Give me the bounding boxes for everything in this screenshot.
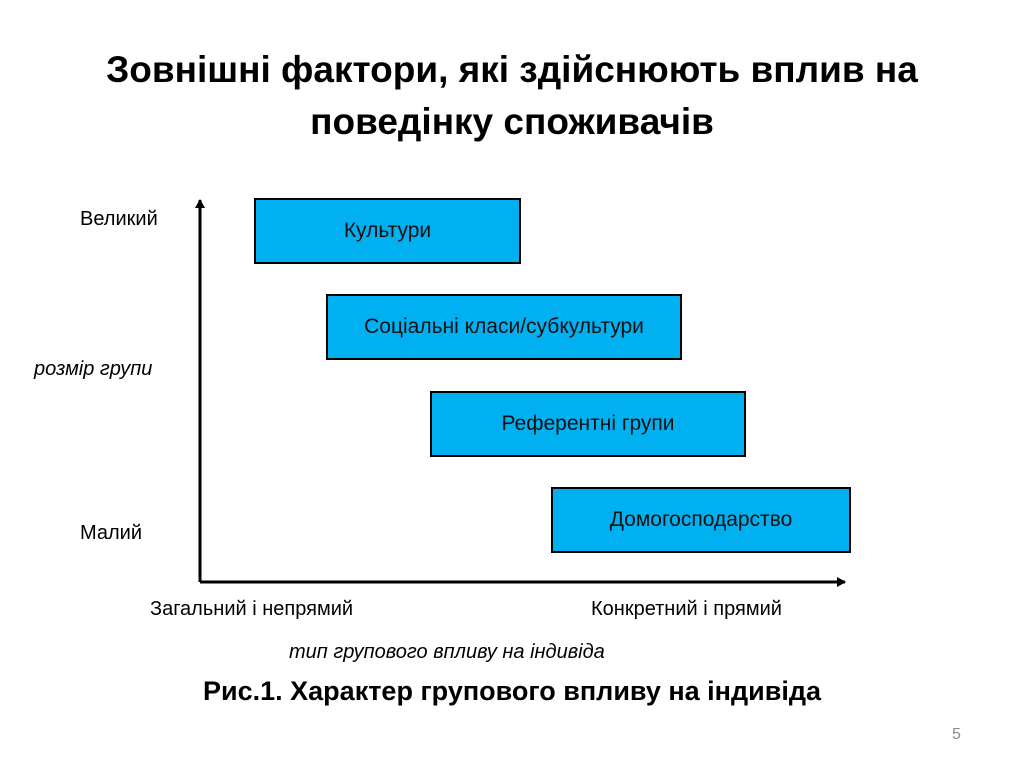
x-axis-right-label: Конкретний і прямий [591, 598, 782, 620]
box-social-classes-label: Соціальні класи/субкультури [364, 315, 644, 338]
box-household: Домогосподарство [551, 487, 851, 553]
y-axis-title: розмір групи [34, 358, 153, 380]
box-household-label: Домогосподарство [609, 508, 793, 531]
box-reference-groups-label: Референтні групи [501, 412, 675, 435]
box-social-classes: Соціальні класи/субкультури [326, 294, 682, 360]
figure-caption: Рис.1. Характер групового впливу на інди… [203, 676, 821, 706]
y-axis-bottom-label: Малий [80, 522, 143, 544]
box-cultures: Культури [254, 198, 521, 264]
page-number: 5 [952, 726, 961, 743]
x-axis-title: тип групового впливу на індивіда [289, 641, 605, 663]
x-axis-left-label: Загальний і непрямий [150, 598, 354, 620]
y-axis-top-label: Великий [80, 208, 158, 230]
box-reference-groups: Референтні групи [430, 391, 746, 457]
slide-title: Зовнішні фактори, які здійснюють вплив н… [106, 49, 918, 142]
box-cultures-label: Культури [343, 219, 432, 242]
